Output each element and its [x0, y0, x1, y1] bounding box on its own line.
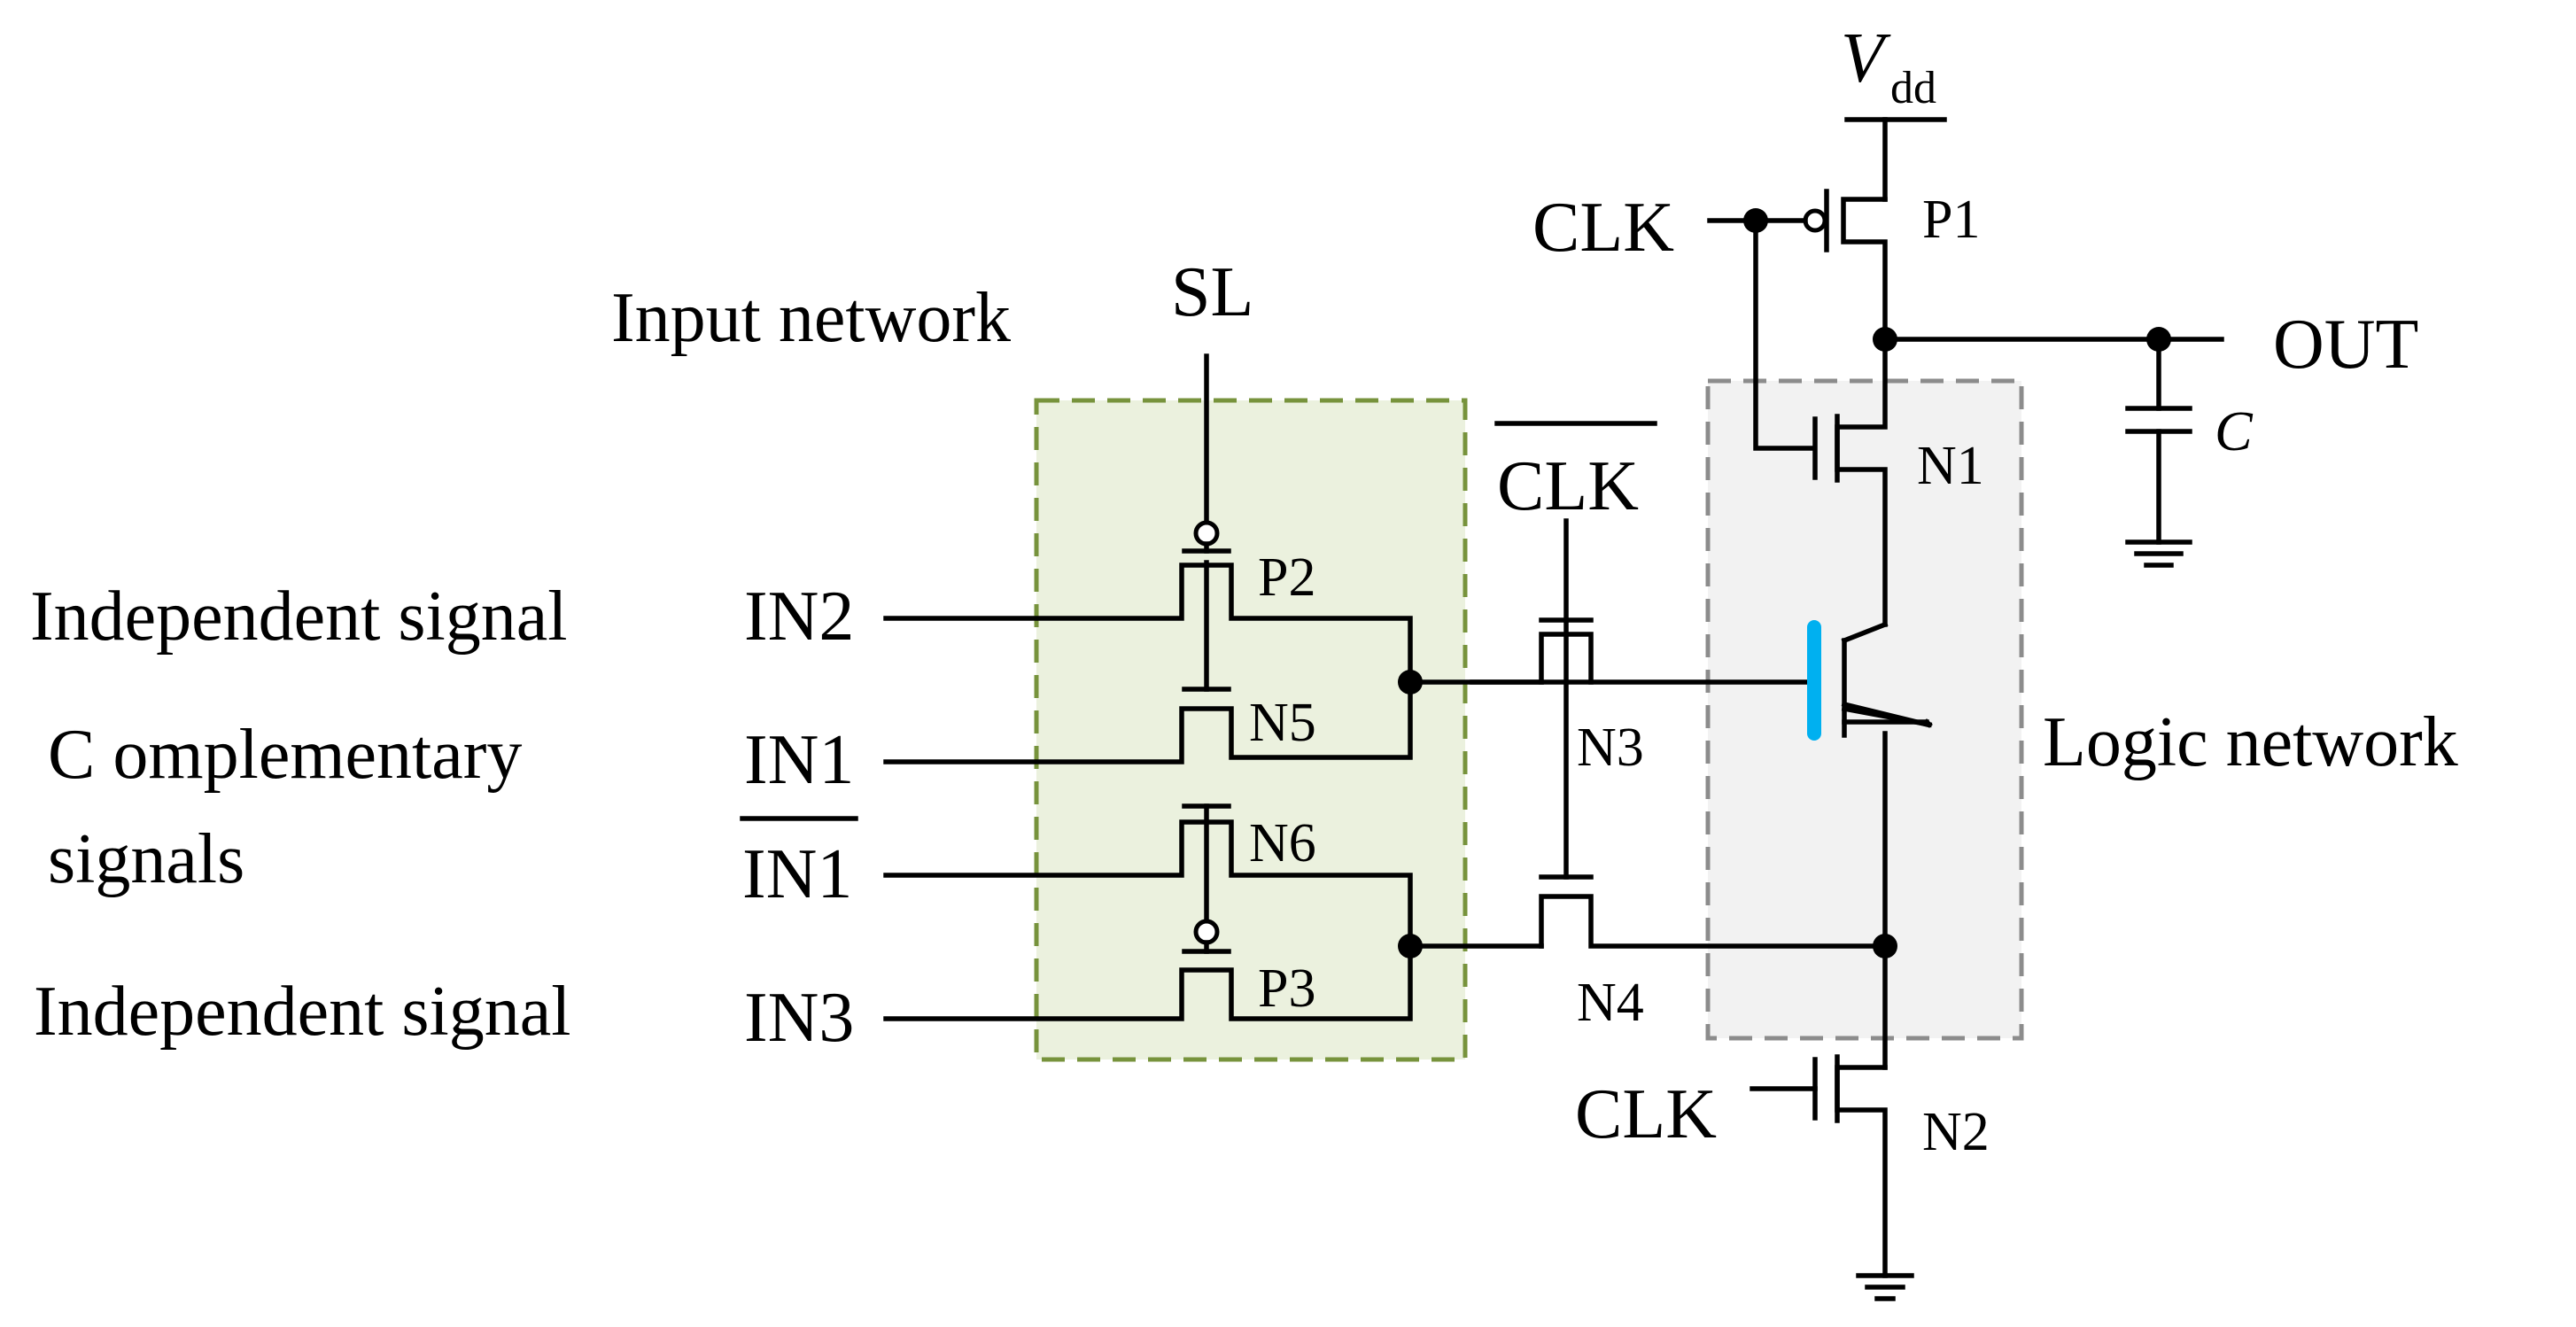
- transistor-p3: [1182, 919, 1231, 954]
- vdd-label: V: [1841, 19, 1891, 97]
- p2-label: P2: [1258, 547, 1315, 608]
- vdd-rail: [1844, 117, 1947, 202]
- complementary-label-line1: C omplementary: [48, 716, 522, 794]
- logic-network-label: Logic network: [2043, 703, 2458, 781]
- sl-label: SL: [1171, 253, 1253, 331]
- n2-label: N2: [1922, 1102, 1990, 1162]
- clk-bottom-label: CLK: [1575, 1075, 1717, 1153]
- output-node: [1873, 327, 2224, 352]
- n5-label: N5: [1249, 693, 1316, 753]
- transistor-p1: [1707, 189, 1888, 342]
- independent-signal-top-label: Independent signal: [30, 578, 567, 656]
- out-label: OUT: [2273, 306, 2418, 384]
- clk-gate-net: [1743, 208, 1817, 451]
- input-network-label: Input network: [611, 279, 1011, 357]
- ground-bottom: [1856, 1273, 1914, 1301]
- load-capacitor: [2125, 337, 2192, 568]
- in1-label: IN1: [744, 721, 854, 799]
- in1-bar-label: IN1: [742, 835, 852, 913]
- n3-label: N3: [1577, 718, 1644, 778]
- clk-top-label: CLK: [1532, 189, 1674, 267]
- transistor-n2: [1750, 1054, 1888, 1278]
- p3-label: P3: [1258, 958, 1315, 1019]
- transistor-n1: [1812, 337, 1888, 627]
- n6-label: N6: [1249, 813, 1316, 873]
- vdd-subscript: dd: [1890, 63, 1936, 113]
- transistor-n4: [1408, 617, 1888, 949]
- complementary-label-line2: signals: [48, 820, 244, 898]
- clk-bar-label: CLK: [1497, 447, 1639, 525]
- n1-label: N1: [1917, 436, 1984, 496]
- p1-label: P1: [1922, 190, 1980, 250]
- in3-label: IN3: [744, 979, 854, 1057]
- capacitor-label: C: [2215, 400, 2254, 462]
- n4-label: N4: [1577, 973, 1644, 1033]
- independent-signal-bottom-label: Independent signal: [34, 973, 570, 1051]
- input-network-region: [1034, 398, 1468, 1062]
- in2-label: IN2: [744, 578, 854, 656]
